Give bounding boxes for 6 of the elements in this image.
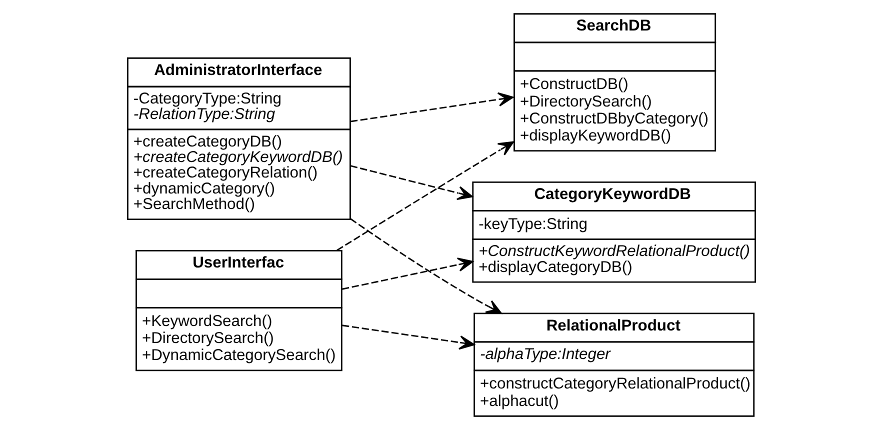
arrow xyxy=(342,324,474,350)
arrow xyxy=(350,165,472,200)
arrow xyxy=(341,258,473,290)
arrow xyxy=(336,141,514,251)
arrow xyxy=(350,218,502,314)
arrow xyxy=(350,92,514,122)
